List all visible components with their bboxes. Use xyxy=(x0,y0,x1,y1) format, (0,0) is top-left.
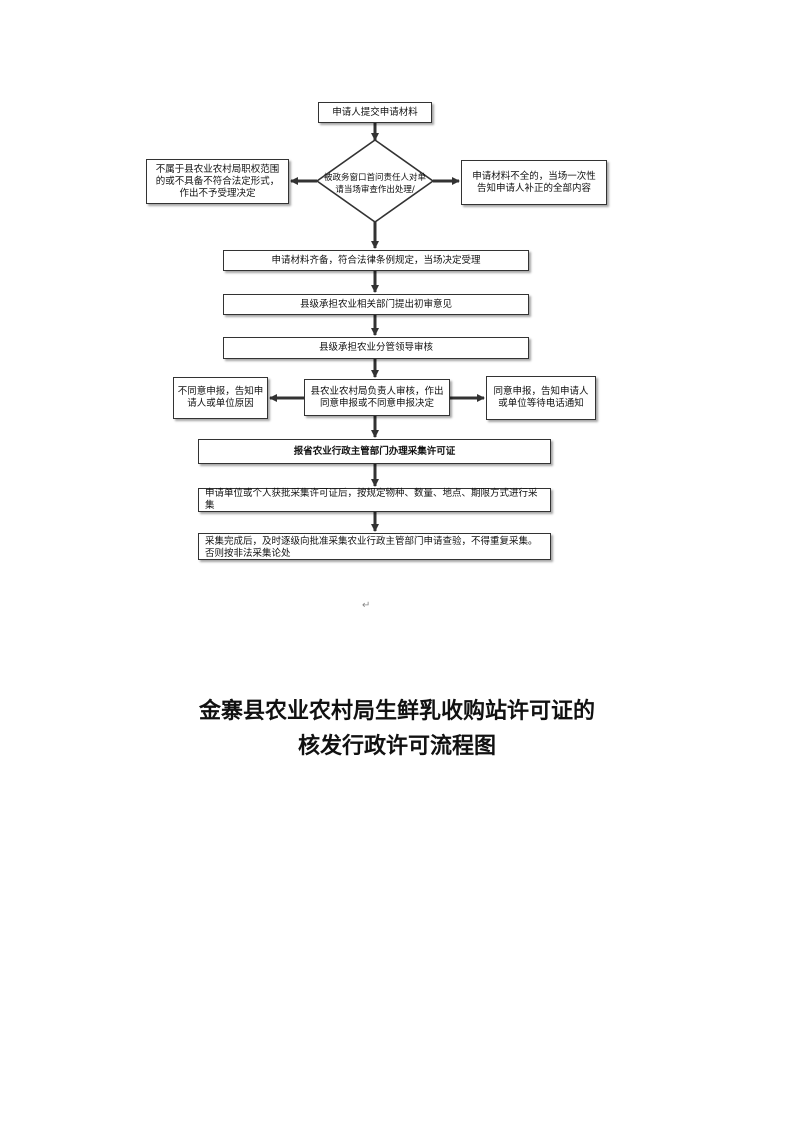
reject-line-2: 的或不具备不符合法定形式， xyxy=(155,175,280,187)
collect-label: 申请单位或个人获批采集许可证后，按规定物种、数量、地点、期限方式进行采集 xyxy=(205,488,538,511)
flowchart: 申请人提交申请材料 被政务窗口首问责任人对单 请当场审查作出处理/ 不属于县农业… xyxy=(146,102,607,560)
disagree-box: 不同意申报，告知申 请人或单位原因 xyxy=(173,377,268,419)
accept-box: 申请材料齐备，符合法律条例规定，当场决定受理 xyxy=(223,250,529,271)
bureau-review-box: 县农业农村局负责人审核，作出 同意申报或不同意申报决定 xyxy=(304,379,450,416)
province-label: 报省农业行政主管部门办理采集许可证 xyxy=(293,445,456,457)
decision-label: 被政务窗口首问责任人对单 请当场审查作出处理/ xyxy=(312,172,438,196)
reject-line-3: 作出不予受理决定 xyxy=(179,187,256,199)
flowchart-connectors xyxy=(269,123,485,532)
decision-line-1: 被政务窗口首问责任人对单 xyxy=(323,173,426,183)
leader-review-box: 县级承担农业分管领导审核 xyxy=(223,337,529,359)
reject-box: 不属于县农业农村局职权范围 的或不具备不符合法定形式， 作出不予受理决定 xyxy=(146,159,289,204)
complete-box: 采集完成后，及时逐级向批准采集农业行政主管部门申请查验，不得重复采集。否则按非法… xyxy=(198,533,551,560)
reject-line-1: 不属于县农业农村局职权范围 xyxy=(155,163,280,175)
leader-review-label: 县级承担农业分管领导审核 xyxy=(318,342,433,353)
preliminary-label: 县级承担农业相关部门提出初审意见 xyxy=(299,298,452,310)
disagree-line-2: 请人或单位原因 xyxy=(187,398,254,409)
incomplete-box: 申请材料不全的，当场一次性 告知申请人补正的全部内容 xyxy=(461,160,607,205)
paragraph-mark: ↵ xyxy=(362,600,371,611)
submit-box: 申请人提交申请材料 xyxy=(318,102,432,123)
agree-line-1: 同意申报，告知申请人 xyxy=(493,386,589,397)
decision-line-2: 请当场审查作出处理/ xyxy=(335,185,415,195)
submit-label: 申请人提交申请材料 xyxy=(332,106,418,118)
incomplete-line-2: 告知申请人补正的全部内容 xyxy=(476,182,591,194)
preliminary-box: 县级承担农业相关部门提出初审意见 xyxy=(223,294,529,315)
accept-label: 申请材料齐备，符合法律条例规定，当场决定受理 xyxy=(271,254,481,266)
collect-box: 申请单位或个人获批采集许可证后，按规定物种、数量、地点、期限方式进行采集 xyxy=(198,488,551,512)
complete-label: 采集完成后，及时逐级向批准采集农业行政主管部门申请查验，不得重复采集。否则按非法… xyxy=(205,536,538,559)
agree-line-2: 或单位等待电话通知 xyxy=(498,398,584,409)
incomplete-line-1: 申请材料不全的，当场一次性 xyxy=(472,170,596,182)
agree-box: 同意申报，告知申请人 或单位等待电话通知 xyxy=(486,376,596,420)
bureau-review-line-2: 同意申报或不同意申报决定 xyxy=(319,397,434,409)
bureau-review-line-1: 县农业农村局负责人审核，作出 xyxy=(310,385,444,397)
page-title-line-1: 金寨县农业农村局生鲜乳收购站许可证的 xyxy=(198,698,595,724)
page-title-line-2: 核发行政许可流程图 xyxy=(297,733,496,759)
disagree-line-1: 不同意申报，告知申 xyxy=(177,386,264,397)
province-box: 报省农业行政主管部门办理采集许可证 xyxy=(198,439,551,464)
